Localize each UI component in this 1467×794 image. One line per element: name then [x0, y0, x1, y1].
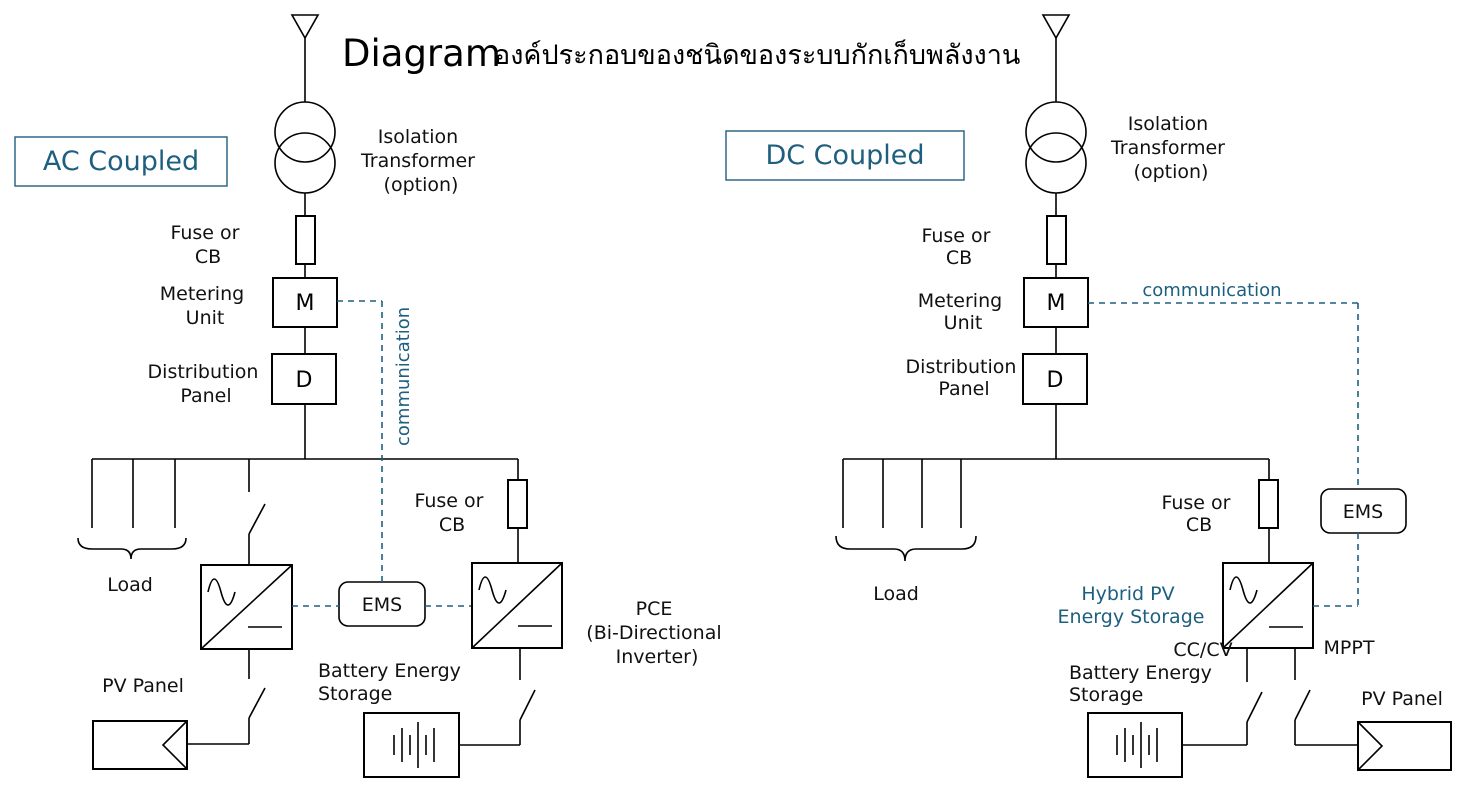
dc-communication-link: [1088, 302, 1359, 607]
ac-coupled-section: AC Coupled Isolation Transformer (option…: [14, 14, 727, 778]
dc-pv-line: [1294, 648, 1358, 746]
dc-ems-label: EMS: [1343, 501, 1383, 523]
ac-communication-label: communication: [393, 307, 414, 446]
dc-battery-line: [1182, 648, 1263, 746]
ac-branch-fuse-icon: [507, 479, 528, 529]
dc-hybrid-inverter-icon: [1222, 562, 1314, 649]
dc-ems-box: [1320, 488, 1407, 534]
ac-battery-icon: [363, 712, 460, 778]
ac-transformer-label: Isolation Transformer (option): [360, 126, 481, 196]
ac-pce-label: PCE (Bi-Directional Inverter): [586, 598, 727, 668]
ac-pv-line: [187, 649, 266, 745]
dc-metering-label: Metering Unit: [918, 290, 1008, 334]
dc-distribution-label: Distribution Panel: [906, 356, 1023, 400]
dc-pv-panel-icon: [1357, 721, 1452, 771]
ac-pv-panel-icon: [92, 720, 188, 770]
dc-main-fuse-label: Fuse or CB: [921, 225, 996, 269]
ac-load-label: Load: [107, 574, 153, 596]
ac-grid-antenna-icon: [290, 14, 320, 102]
ac-pv-dc-switch-icon: [248, 687, 266, 719]
ac-heading-box: [14, 136, 228, 187]
dc-heading-box: [725, 130, 965, 181]
dc-battery-icon: [1087, 712, 1183, 778]
ac-pv-branch: [248, 459, 266, 565]
ac-battery-label: Battery Energy Storage: [318, 660, 467, 705]
dc-hybrid-label: Hybrid PV Energy Storage: [1058, 583, 1205, 628]
ac-distribution-box: [271, 353, 337, 405]
ac-ems-label: EMS: [362, 594, 402, 616]
dc-mppt-label: MPPT: [1324, 637, 1375, 659]
ac-pce-inverter-icon: [471, 562, 563, 649]
dc-branch-fuse-label: Fuse or CB: [1161, 492, 1236, 536]
dc-coupled-section: DC Coupled Isolation Transformer (option…: [725, 14, 1452, 778]
ac-branch-fuse-label: Fuse or CB: [414, 490, 489, 536]
ac-pv-inverter-icon: [200, 564, 293, 650]
dc-transformer-icon: [1025, 101, 1087, 194]
dc-battery-switch-icon: [1246, 691, 1263, 723]
ac-main-fuse-label: Fuse or CB: [170, 222, 245, 268]
dc-load-label: Load: [873, 583, 919, 605]
dc-metering-symbol: M: [1047, 291, 1066, 316]
title-main: Diagram: [342, 32, 501, 75]
ac-main-fuse-icon: [295, 215, 316, 265]
dc-distribution-box: [1022, 353, 1088, 405]
dc-ccv-label: CC/CV: [1173, 639, 1232, 661]
dc-main-fuse-icon: [1046, 215, 1067, 265]
dc-heading: DC Coupled: [765, 140, 924, 171]
ac-metering-symbol: M: [296, 291, 315, 316]
ac-distribution-symbol: D: [296, 368, 313, 393]
ac-load-feeders: [77, 459, 187, 560]
dc-battery-label: Battery Energy Storage: [1069, 662, 1218, 706]
title-thai: องค์ประกอบของชนิดของระบบกักเก็บพลังงาน: [494, 37, 1020, 71]
dc-branch-fuse-icon: [1258, 479, 1279, 529]
dc-transformer-label: Isolation Transformer (option): [1110, 113, 1231, 183]
dc-communication-label: communication: [1142, 280, 1281, 301]
dc-pv-panel-label: PV Panel: [1361, 688, 1443, 710]
ac-metering-label: Metering Unit: [160, 283, 250, 329]
ac-heading: AC Coupled: [43, 146, 199, 177]
ac-pv-panel-label: PV Panel: [102, 675, 184, 697]
dc-distribution-symbol: D: [1047, 368, 1064, 393]
ac-battery-switch-icon: [519, 689, 536, 721]
ac-transformer-icon: [274, 101, 336, 194]
ac-pv-switch-icon: [248, 503, 266, 535]
ac-battery-line: [459, 648, 536, 746]
dc-grid-antenna-icon: [1041, 14, 1071, 102]
ac-distribution-label: Distribution Panel: [148, 361, 265, 407]
dc-pv-switch-icon: [1294, 689, 1311, 721]
ac-communication-link: [292, 300, 472, 607]
dc-load-feeders: [835, 459, 977, 562]
